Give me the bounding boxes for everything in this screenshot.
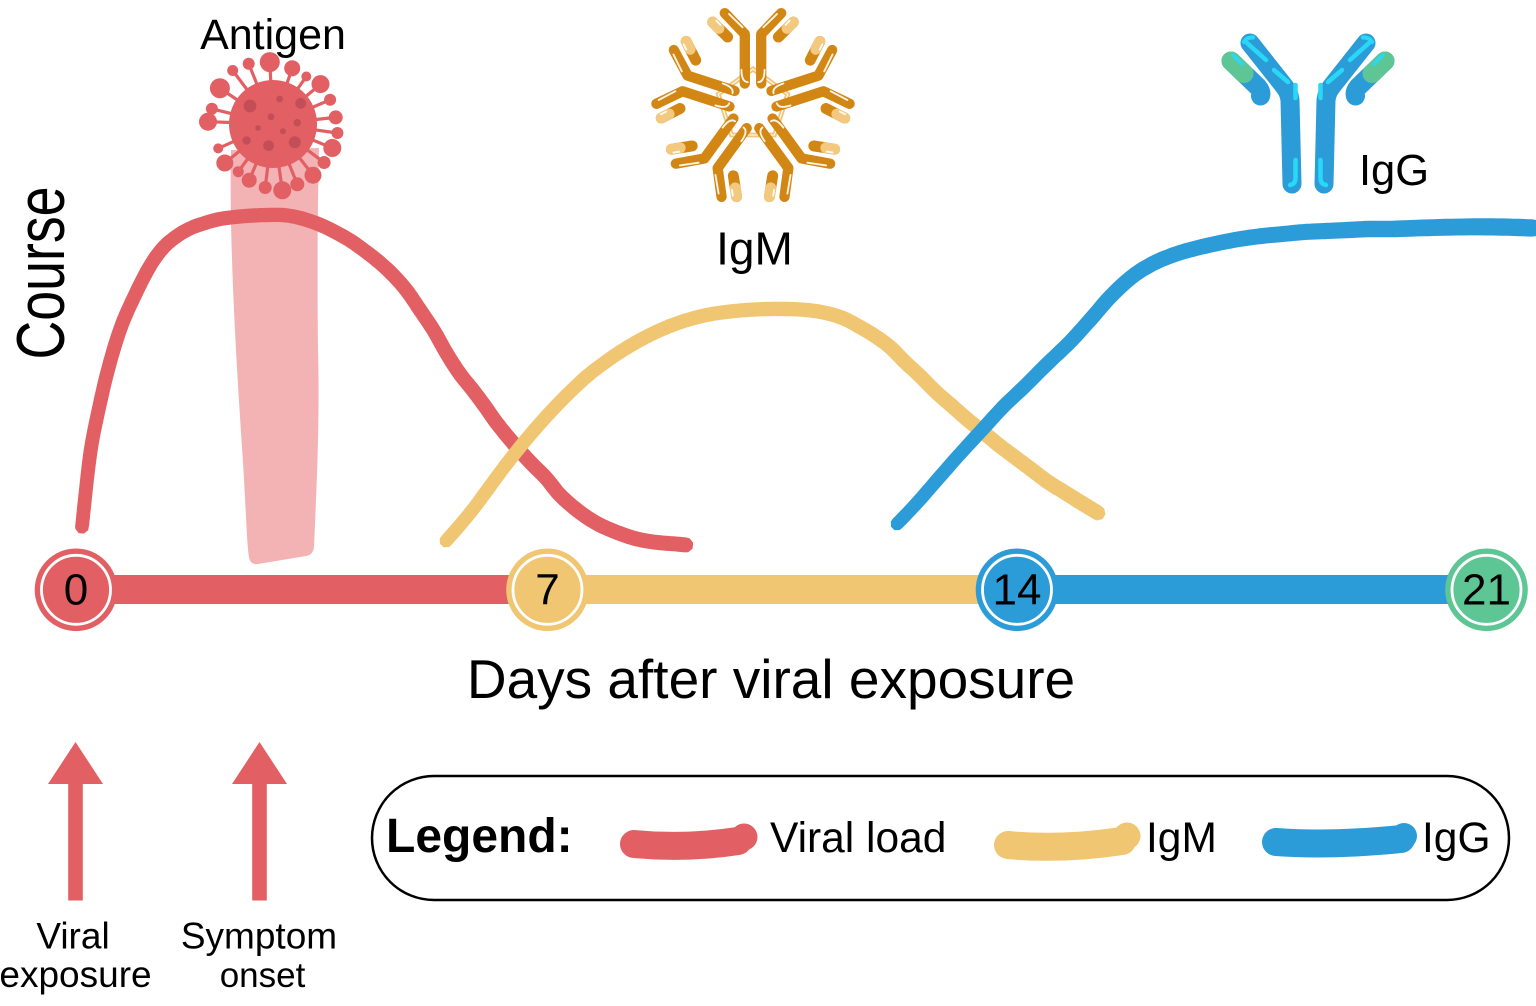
svg-text:onset: onset [220,956,306,995]
svg-text:Course: Course [3,187,79,360]
svg-text:IgG: IgG [1359,147,1429,195]
svg-text:7: 7 [535,566,559,615]
svg-text:IgG: IgG [1422,815,1491,862]
svg-text:Antigen: Antigen [200,11,346,59]
svg-text:21: 21 [1462,566,1511,615]
svg-text:Viral load: Viral load [770,815,946,862]
svg-text:Symptom: Symptom [181,916,337,957]
svg-text:Legend:: Legend: [386,810,573,863]
svg-text:IgM: IgM [1146,815,1217,862]
svg-text:Viral: Viral [36,916,109,957]
svg-text:IgM: IgM [716,223,793,275]
svg-text:Days after viral exposure: Days after viral exposure [467,648,1075,710]
svg-text:exposure: exposure [0,954,152,995]
svg-text:14: 14 [993,566,1042,615]
svg-text:0: 0 [64,566,88,615]
